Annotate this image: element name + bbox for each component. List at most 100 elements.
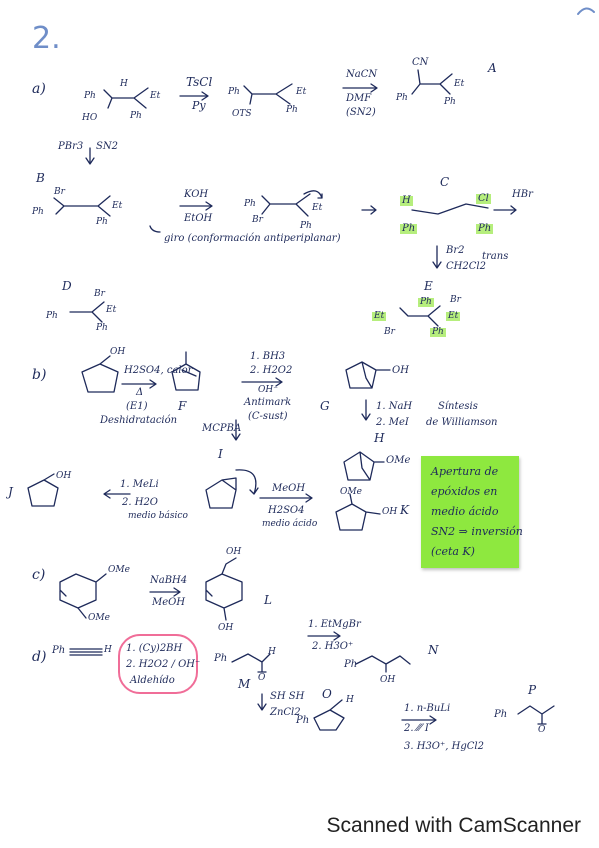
- label-O: O: [322, 687, 332, 701]
- d-m-ph: Ph: [214, 653, 228, 664]
- section-c-label: c): [32, 567, 46, 583]
- a-sub-ph-3: Ph: [228, 87, 240, 97]
- B-et: Et: [112, 201, 123, 211]
- c-ome-2: OMe: [88, 613, 110, 623]
- b-k-ome: OMe: [340, 487, 362, 497]
- b-oh: OH: [110, 347, 126, 357]
- C-hbr: HBr: [512, 189, 533, 200]
- d-r1: 1. (Cy)2BH: [126, 643, 183, 654]
- a-down-note: SN2: [96, 141, 118, 152]
- section-a-label: a): [32, 81, 46, 97]
- B-ph-2: Ph: [96, 217, 108, 227]
- b-r2e: (C-sust): [248, 411, 288, 422]
- label-H: H: [374, 431, 385, 445]
- a-reagent-1: TsCl: [186, 75, 213, 89]
- d-p-ph: Ph: [494, 709, 508, 720]
- b-r2b: 2. H2O2: [250, 365, 293, 376]
- b-r2: 1. BH3: [250, 351, 286, 362]
- C-ph-2: Ph: [476, 223, 494, 234]
- d-h: H: [104, 645, 112, 655]
- d-ph: Ph: [52, 645, 66, 656]
- a-sub-h: H: [120, 79, 128, 89]
- d-p-o: O: [538, 725, 546, 735]
- C-h: H: [400, 195, 413, 206]
- c-oh: OH: [226, 547, 242, 557]
- d-r4c: 3. H3O⁺, HgCl2: [404, 741, 484, 752]
- label-N: N: [428, 643, 439, 657]
- pink-cloud-outline: [118, 634, 198, 694]
- a-sub-et: Et: [150, 91, 161, 101]
- b-r1b: Δ: [136, 387, 144, 398]
- E-note: trans: [482, 251, 509, 262]
- d-r3b: ZnCl2: [270, 707, 301, 718]
- b-r4: MCPBA: [202, 423, 242, 434]
- c-oh-2: OH: [218, 623, 234, 633]
- D-ph: Ph: [46, 311, 58, 321]
- label-C: C: [440, 175, 450, 189]
- sticky-line-5: (ceta K): [431, 545, 475, 558]
- D-br: Br: [94, 289, 105, 299]
- label-E: E: [424, 279, 433, 293]
- a-reagent-2: NaCN: [346, 69, 378, 80]
- label-J: J: [8, 485, 13, 499]
- E-et-2: Et: [446, 311, 461, 321]
- E-br: Br: [450, 295, 461, 305]
- a-sub-ph-6: Ph: [444, 97, 456, 107]
- b-r5b: 2. H2O: [122, 497, 159, 508]
- E-reagent: Br2: [446, 245, 465, 256]
- d-o-ph: Ph: [296, 715, 310, 726]
- label-L: L: [264, 593, 272, 607]
- section-b-label: b): [32, 367, 47, 383]
- b-r2c: OH⁻: [258, 385, 278, 395]
- sticky-line-4: SN2 ⇒ inversión: [431, 525, 523, 538]
- b-r1: H2SO4, calor: [124, 365, 193, 376]
- scanner-footer: Scanned with CamScanner: [0, 800, 599, 848]
- D-et: Et: [106, 305, 117, 315]
- a-sub-et-2: Et: [296, 87, 307, 97]
- d-m-h: H: [268, 647, 276, 657]
- B-note: giro (conformación antiperiplanar): [164, 233, 341, 244]
- section-d-label: d): [32, 649, 47, 665]
- a-sub-ph: Ph: [84, 91, 96, 101]
- sticky-line-3: medio ácido: [431, 505, 499, 518]
- B-ph-4: Ph: [300, 221, 312, 231]
- a-sub-cn: CN: [412, 57, 429, 68]
- b-r6b: H2SO4: [268, 505, 305, 516]
- d-n-ph: Ph: [344, 659, 358, 670]
- d-o-h: H: [346, 695, 354, 705]
- d-r4: 1. n-BuLi: [404, 703, 451, 714]
- label-B: B: [36, 171, 45, 185]
- a-sub-ho: HO: [82, 113, 98, 123]
- b-r3c: Síntesis: [438, 401, 478, 412]
- d-r4b: 2. ⁄⁄⁄ I: [404, 723, 429, 734]
- E-ph: Ph: [418, 297, 434, 307]
- a-sub-et-3: Et: [454, 79, 465, 89]
- c-reagent: NaBH4: [150, 575, 188, 586]
- sticky-line-2: epóxidos en: [431, 485, 498, 498]
- d-m-o: O: [258, 673, 266, 683]
- a-reagent-2c: (SN2): [346, 107, 376, 118]
- a-down-reagent: PBr3: [58, 141, 84, 152]
- B-ph: Ph: [32, 207, 44, 217]
- b-h-ome: OMe: [386, 455, 411, 466]
- B-et-2: Et: [312, 203, 323, 213]
- d-r1b: 2. H2O2 / OH⁻: [126, 659, 201, 670]
- E-br-2: Br: [384, 327, 395, 337]
- label-I: I: [218, 447, 223, 461]
- a-sub-ph-2: Ph: [130, 111, 142, 121]
- b-g-oh: OH: [392, 365, 409, 376]
- sticky-note: Apertura de epóxidos en medio ácido SN2 …: [421, 456, 523, 568]
- d-r1c: Aldehído: [130, 675, 175, 686]
- B-reagent-b: EtOH: [184, 213, 213, 224]
- label-K: K: [400, 503, 409, 517]
- label-G: G: [320, 399, 330, 413]
- b-r3d: de Williamson: [426, 417, 498, 428]
- b-r6c: medio ácido: [262, 519, 318, 529]
- B-br-2: Br: [252, 215, 263, 225]
- E-ph-2: Ph: [430, 327, 446, 337]
- B-ph-3: Ph: [244, 199, 256, 209]
- b-r3b: 2. MeI: [376, 417, 409, 428]
- d-r2b: 2. H3O⁺: [312, 641, 354, 652]
- b-r3: 1. NaH: [376, 401, 413, 412]
